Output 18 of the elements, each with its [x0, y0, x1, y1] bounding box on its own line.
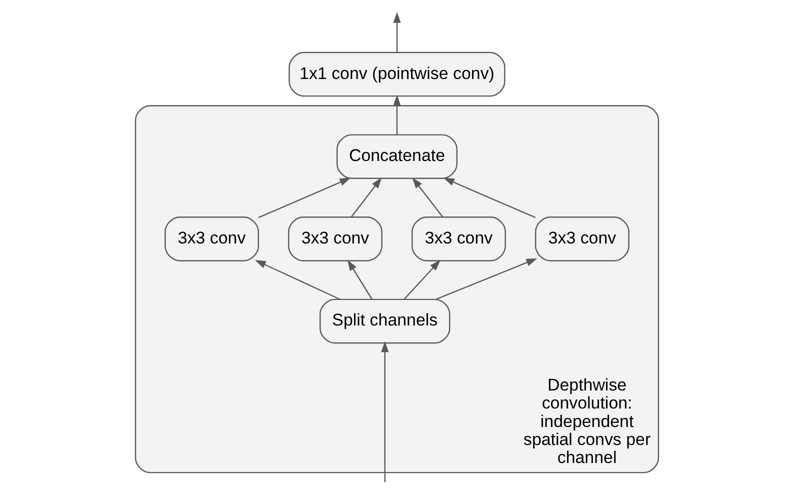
arrow	[443, 178, 536, 218]
node-box: 3x3 conv	[164, 216, 259, 262]
arrow	[393, 94, 401, 134]
arrow	[347, 260, 372, 300]
arrow	[436, 258, 538, 300]
arrow	[258, 178, 351, 218]
node-box: Split channels	[320, 298, 450, 344]
node-box: 1x1 conv (pointwise conv)	[288, 52, 506, 97]
node-box: 3x3 conv	[288, 216, 382, 262]
arrow	[254, 260, 340, 300]
arrow	[412, 177, 443, 218]
node-box: 3x3 conv	[412, 216, 506, 262]
arrow	[393, 12, 401, 52]
node-box: 3x3 conv	[535, 216, 630, 262]
node-box: Concatenate	[336, 134, 458, 179]
arrow	[404, 260, 440, 300]
arrow	[351, 177, 382, 218]
arrow	[381, 341, 389, 482]
